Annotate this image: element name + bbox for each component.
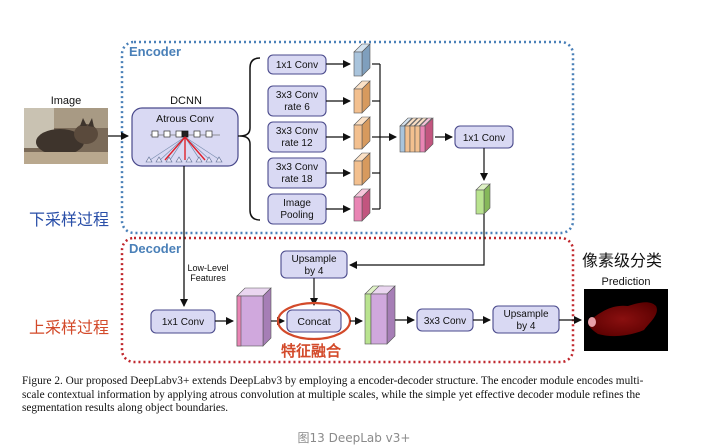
prediction-label: Prediction [602,276,651,288]
branch-3x3-rate12: 3x3 Conv rate 12 [267,121,327,153]
decoder-upsample-top: Upsample by 4 [280,250,348,279]
branch-1x1-conv: 1x1 Conv [267,54,327,75]
feature-map-rate12 [353,116,371,150]
decoder-concat: Concat [286,309,342,333]
atrous-kernel-icon [145,130,223,163]
svg-text:Upsample: Upsample [503,309,548,320]
downsample-annotation: 下采样过程 [29,211,109,229]
svg-text:3x3 Conv: 3x3 Conv [276,162,318,173]
svg-text:Upsample: Upsample [291,254,336,265]
feature-map-rate18 [353,152,371,186]
atrous-conv-label: Atrous Conv [156,113,215,125]
branch-image-pooling: Image Pooling [267,193,327,225]
branch-arrows [326,60,351,213]
decoder-fused-feature [364,285,396,345]
deeplab-diagram: Encoder Decoder Image DCNN Atrous Conv [24,40,668,364]
feature-map-rate6 [353,80,371,114]
svg-text:Image: Image [283,198,311,209]
svg-text:1x1 Conv: 1x1 Conv [162,317,204,328]
svg-text:1x1 Conv: 1x1 Conv [276,60,318,71]
encoder-1x1-conv: 1x1 Conv [454,125,514,149]
encoder-title: Encoder [129,44,181,59]
low-level-label-2: Features [190,273,226,283]
caption-line-2: scale contextual information by applying… [22,388,641,401]
caption-line-3: segmentation results along object bounda… [22,402,229,414]
feature-map-pooling [353,188,371,222]
svg-text:Concat: Concat [297,316,330,328]
encoder-concat-stack [399,117,434,153]
branch-3x3-rate6: 3x3 Conv rate 6 [267,85,327,117]
decoder-upsample-out: Upsample by 4 [492,305,560,334]
upsample-annotation: 上采样过程 [29,319,109,337]
svg-text:3x3 Conv: 3x3 Conv [276,126,318,137]
svg-text:rate 12: rate 12 [281,138,313,149]
branch-brace [239,57,261,221]
decoder-1x1-conv: 1x1 Conv [150,309,216,334]
decoder-lowlevel-feature [236,287,272,347]
svg-text:rate 6: rate 6 [284,102,310,113]
figure-footer: 图13 DeepLab v3+ [297,431,411,445]
svg-text:by 4: by 4 [305,266,324,277]
decoder-3x3-conv: 3x3 Conv [416,308,474,332]
low-level-label-1: Low-Level [187,263,228,273]
svg-text:Pooling: Pooling [280,210,313,221]
prediction-mask [584,289,668,351]
figure-caption: Figure 2. Our proposed DeepLabv3+ extend… [22,375,690,416]
svg-text:rate 18: rate 18 [281,174,313,185]
pixel-classify-annotation: 像素级分类 [582,252,662,270]
feature-fusion-annotation: 特征融合 [281,342,342,360]
image-label: Image [51,95,82,107]
feature-map-1x1 [353,43,371,77]
svg-text:3x3 Conv: 3x3 Conv [424,316,466,327]
input-image [24,108,108,164]
svg-text:3x3 Conv: 3x3 Conv [276,90,318,101]
decoder-title: Decoder [129,241,181,256]
decoder-frame [120,236,575,364]
merge-lines [372,63,397,210]
arrow-encoder-to-upsample [349,214,485,269]
branch-3x3-rate18: 3x3 Conv rate 18 [267,157,327,189]
encoder-output-feature [475,183,491,215]
svg-text:by 4: by 4 [517,321,536,332]
dcnn-label: DCNN [170,95,202,107]
svg-text:1x1 Conv: 1x1 Conv [463,133,505,144]
caption-line-1: Figure 2. Our proposed DeepLabv3+ extend… [22,375,644,387]
